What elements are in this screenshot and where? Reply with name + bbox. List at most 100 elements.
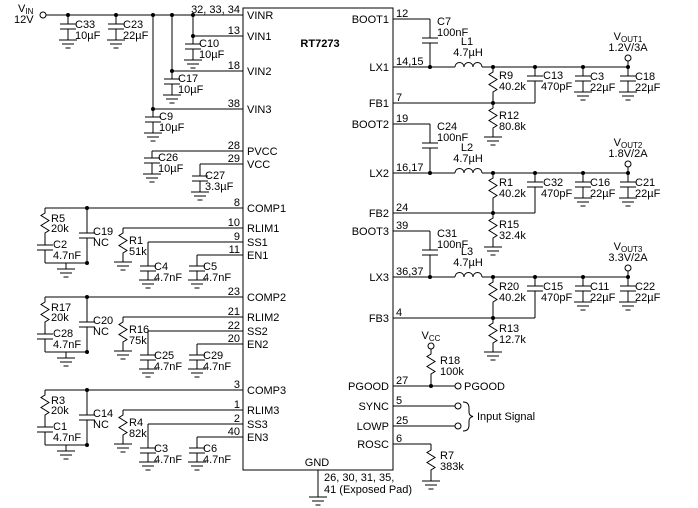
resistor-symbol [488,280,498,304]
junction-dot [491,211,495,215]
pin-num-pgood: 27 [396,375,408,387]
junction-dot [85,388,89,392]
pin-num-fb3: 4 [396,307,402,319]
r4-value: 82k [129,428,147,440]
ground-symbol [574,197,592,207]
c33-value: 10µF [75,30,101,42]
junction-dot [170,69,174,73]
junction-dot [581,65,585,69]
c5-value: 4.7nF [203,272,231,284]
ground-symbol [484,351,502,361]
r7-value: 383k [440,461,464,473]
vout2-terminal-value: 1.8V/2A [608,148,648,160]
terminal [624,54,632,62]
l1-value: 4.7µH [453,47,483,59]
c19-value: NC [93,237,109,249]
junction-dot [85,206,89,210]
c16-ref: C16 [590,177,610,189]
terminal [454,422,462,430]
r3-ref: R3 [51,395,65,407]
vin-terminal-label: VIN [18,3,34,16]
pin-num-en3: 40 [228,426,240,438]
c10-value: 10µF [199,49,225,61]
capacitor-symbol [527,181,543,188]
pin-name-ss3: SS3 [247,419,268,431]
junction-dot [428,275,432,279]
r16-value: 75k [129,335,147,347]
terminal [454,402,462,410]
pin-num-rlim1: 10 [228,217,240,229]
pin-num-ss1: 9 [234,231,240,243]
pin-num-lowp: 25 [396,415,408,427]
junction-dot [151,13,155,17]
r3-value: 20k [51,405,69,417]
ground-symbol [619,301,637,311]
pin-name-pvcc: PVCC [247,146,278,158]
pin-name-boot3: BOOT3 [352,226,389,238]
vout2-terminal-label: VOUT2 [614,137,643,150]
pin-name-lx1: LX1 [369,62,389,74]
junction-dot [85,295,89,299]
pin-num-vin2: 18 [228,60,240,72]
capacitor-symbol [79,321,95,328]
c9-ref: C9 [159,111,173,123]
c25-value: 4.7nF [154,361,182,373]
pin-name-en3: EN3 [247,432,268,444]
vout1-terminal-label: VOUT1 [614,31,643,44]
ground-symbol [114,261,132,271]
c7-ref: C7 [437,16,451,28]
ground-symbol [619,197,637,207]
c13-ref: C13 [543,70,563,82]
pin-name-vin3: VIN3 [247,104,271,116]
pin-num-gnd-line2: 41 (Exposed Pad) [324,484,412,496]
junction-dot [581,171,585,175]
ground-symbol [114,350,132,360]
capacitor-symbol [108,23,124,30]
resistor-symbol [488,70,498,94]
c18-value: 22µF [635,82,661,94]
junction-dot [626,171,630,175]
ground-symbol [144,132,162,142]
c27-ref: C27 [205,170,225,182]
junction-dot [151,107,155,111]
c16-value: 22µF [590,188,616,200]
c11-value: 22µF [590,292,616,304]
c23-ref: C23 [123,19,143,31]
inductor-symbol [454,62,483,68]
terminal [624,160,632,168]
resistor-symbol [488,216,498,240]
ground-symbol [143,173,161,183]
pin-num-ss3: 2 [234,413,240,425]
ground-symbol [139,368,157,378]
junction-dot [66,13,70,17]
capacitor-symbol [185,43,201,50]
c11-ref: C11 [590,281,609,293]
pin-num-rlim2: 21 [228,306,240,318]
pin-num-pvcc: 28 [228,140,240,152]
junction-dot [428,171,432,175]
c14-value: NC [93,419,109,431]
junction-dot [491,101,495,105]
junction-dot [85,443,89,447]
ground-symbol [114,443,132,453]
pin-num-lx2: 16,17 [396,162,424,174]
c17-ref: C17 [178,73,198,85]
c20-ref: C20 [93,315,113,327]
c24-value: 100nF [437,132,468,144]
junction-dot [533,275,537,279]
terminal [39,11,47,19]
junction-dot [626,65,630,69]
ground-symbol [422,480,440,490]
resistor-symbol [488,176,498,200]
resistor-symbol [40,211,50,235]
pin-name-comp3: COMP3 [247,385,286,397]
ground-symbol [484,136,502,146]
resistor-symbol [118,231,128,255]
r5-value: 20k [51,223,69,235]
c1-value: 4.7nF [53,432,81,444]
r1fb-ref: R1 [499,177,513,189]
ground-symbol [309,496,327,506]
c26-value: 10µF [158,163,184,175]
pin-num-boot2: 19 [396,113,408,125]
c31-value: 100nF [437,239,468,251]
